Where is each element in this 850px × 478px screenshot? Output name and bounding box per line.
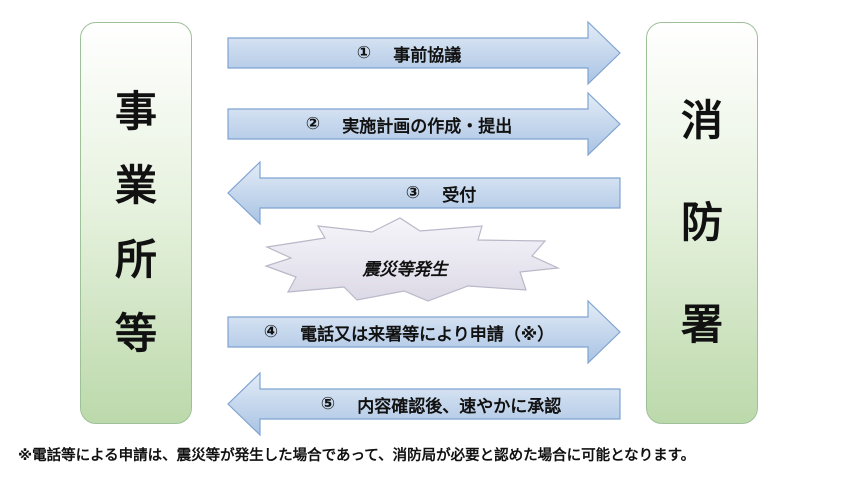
left-party-char: 所: [114, 235, 157, 284]
step-3-arrow: [227, 160, 621, 226]
step-3-number: ③: [405, 183, 421, 203]
step-5-text: 内容確認後、速やかに承認: [357, 396, 562, 417]
event-label: 震災等発生: [362, 259, 448, 280]
step-2-text: 実施計画の作成・提出: [342, 116, 513, 137]
step-5-number: ⑤: [320, 394, 336, 414]
step-4-text: 電話又は来署等により申請（※）: [300, 324, 555, 345]
step-3-label: ③ 受付: [262, 176, 620, 210]
step-2-arrow: [227, 91, 621, 157]
step-4-arrow: [227, 299, 621, 365]
step-1-arrow: [227, 20, 621, 86]
left-party-char: 等: [114, 309, 157, 358]
step-5-label: ⑤ 内容確認後、速やかに承認: [262, 387, 620, 421]
step-4-number: ④: [263, 322, 279, 342]
right-party-box: 消 防 署: [646, 22, 758, 424]
step-1-text: 事前協議: [393, 45, 462, 66]
right-party-char: 署: [680, 300, 723, 349]
left-party-char: 事: [114, 87, 157, 136]
step-1-number: ①: [356, 43, 372, 63]
step-4-label: ④ 電話又は来署等により申請（※）: [230, 315, 588, 349]
event-burst: [264, 217, 561, 302]
step-5-arrow: [227, 371, 621, 437]
step-2-label: ② 実施計画の作成・提出: [230, 107, 588, 141]
left-party-char: 業: [114, 161, 157, 210]
step-2-number: ②: [305, 114, 321, 134]
step-3-text: 受付: [442, 185, 477, 206]
right-party-char: 防: [680, 198, 723, 247]
left-party-box: 事 業 所 等: [80, 22, 192, 424]
step-1-label: ① 事前協議: [230, 36, 588, 70]
right-party-char: 消: [680, 96, 723, 145]
footnote: ※電話等による申請は、震災等が発生した場合であって、消防局が必要と認めた場合に可…: [18, 448, 696, 464]
